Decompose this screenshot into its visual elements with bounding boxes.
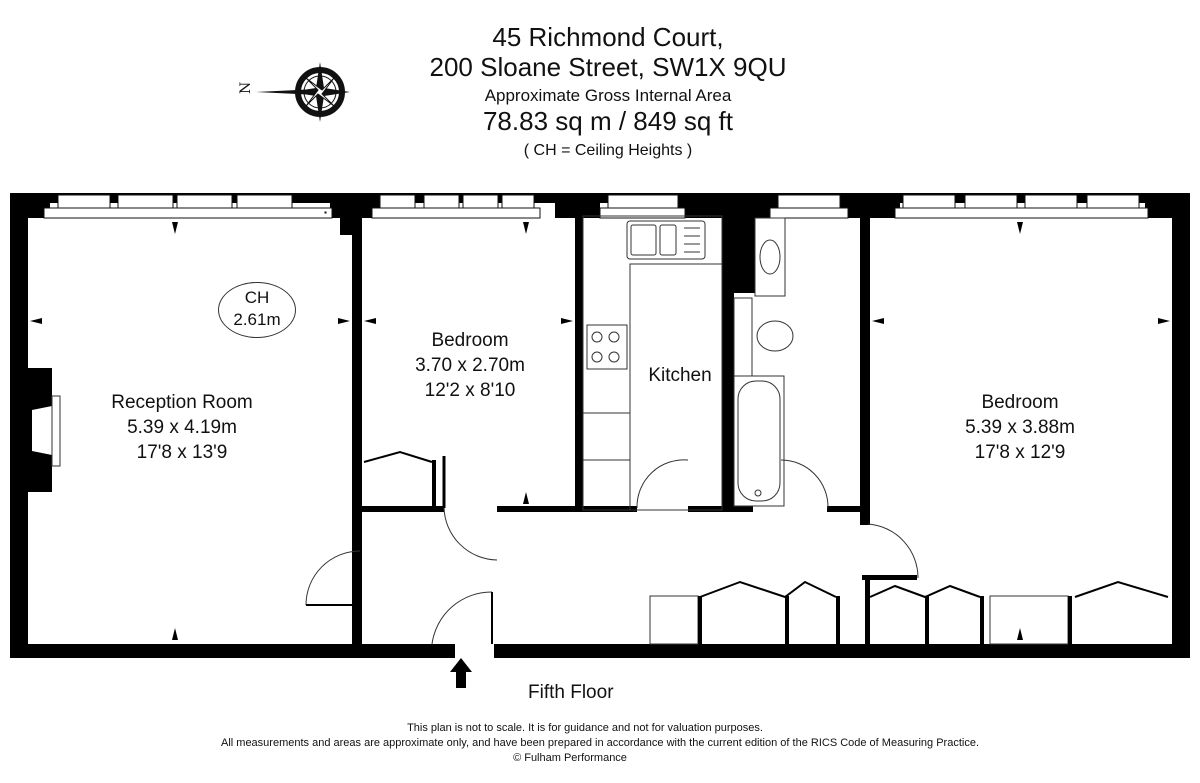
room-dimensions-imperial: 12'2 x 8'10 [424,380,516,401]
room-label-bedroom-2: Bedroom 5.39 x 3.88m 17'8 x 12'9 [920,390,1120,465]
disclaimer-line-1: This plan is not to scale. It is for gui… [407,722,763,734]
kitchen-fittings [582,215,723,511]
area-caption: Approximate Gross Internal Area [484,86,732,105]
ceiling-height-label: CH [244,288,270,307]
compass-rose-icon: N [238,62,350,122]
svg-text:N: N [238,82,254,94]
room-dimensions-metric: 3.70 x 2.70m [415,355,525,376]
ceiling-height-badge: CH 2.61m [218,282,296,338]
room-dimensions-metric: 5.39 x 3.88m [965,417,1075,438]
room-dimensions-imperial: 17'8 x 13'9 [136,442,228,463]
room-name: Bedroom [981,392,1059,413]
entrance-arrow-icon [450,658,472,688]
room-dimensions-metric: 5.39 x 4.19m [127,417,237,438]
room-dimensions-imperial: 17'8 x 12'9 [974,442,1066,463]
room-name: Kitchen [648,365,712,386]
floor-label: Fifth Floor [528,682,614,703]
windows [43,194,1149,219]
ceiling-height-value: 2.61m [233,310,281,329]
bathroom-fittings [733,217,794,507]
doors [305,456,919,645]
area-value: 78.83 sq m / 849 sq ft [482,106,734,136]
address-line-1: 45 Richmond Court, [492,22,724,52]
room-name: Reception Room [111,392,253,413]
dimension-arrows [30,222,1170,640]
disclaimer-line-2: All measurements and areas are approxima… [221,737,979,749]
room-label-kitchen: Kitchen [630,363,730,388]
ceiling-height-note: ( CH = Ceiling Heights ) [523,142,693,159]
room-label-reception: Reception Room 5.39 x 4.19m 17'8 x 13'9 [82,390,282,465]
room-label-bedroom-1: Bedroom 3.70 x 2.70m 12'2 x 8'10 [370,328,570,403]
room-name: Bedroom [431,330,509,351]
walls [10,193,1190,658]
copyright: © Fulham Performance [513,752,627,764]
address-line-2: 200 Sloane Street, SW1X 9QU [429,52,787,82]
